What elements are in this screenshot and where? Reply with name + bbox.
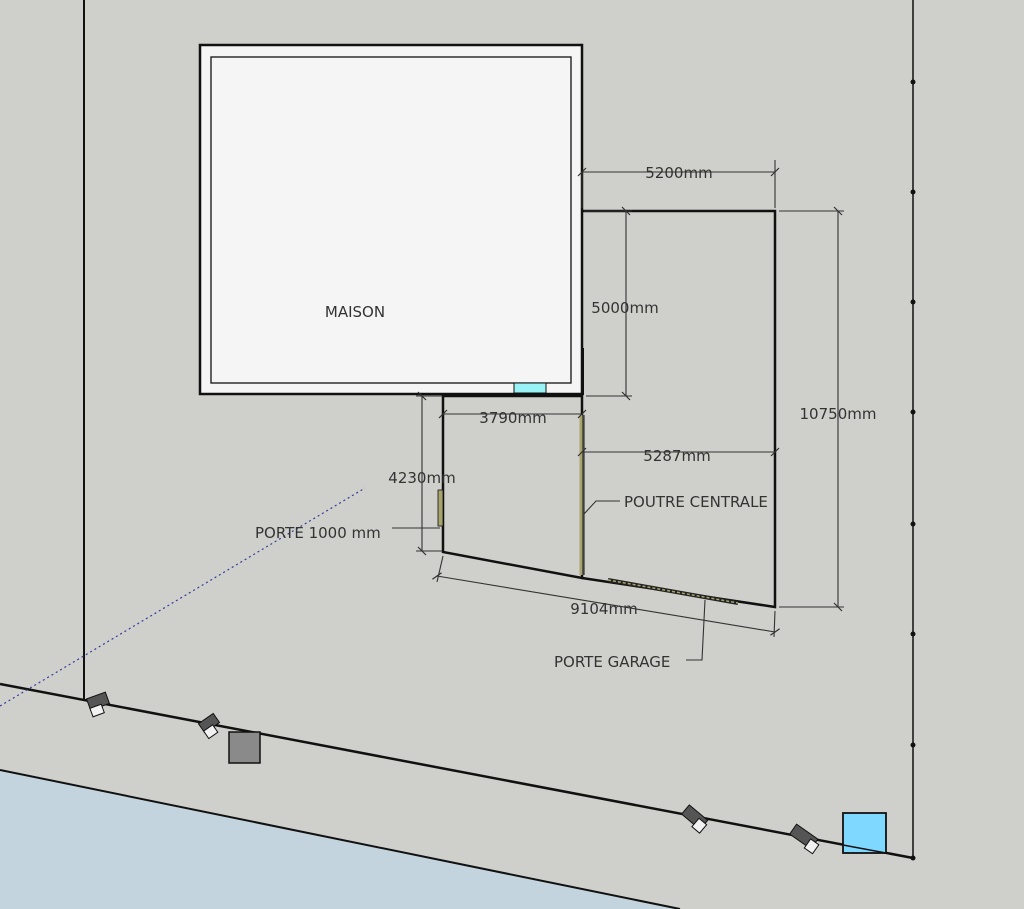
lamp-post-1 xyxy=(85,691,111,718)
dim-3790-label: 3790mm xyxy=(479,409,546,427)
label-porte-garage: PORTE GARAGE xyxy=(554,653,670,671)
utility-box xyxy=(228,731,261,764)
dim-5287-label: 5287mm xyxy=(643,447,710,465)
label-porte-1000: PORTE 1000 mm xyxy=(255,524,381,542)
house-label: MAISON xyxy=(325,303,385,321)
guide-dotted-line xyxy=(0,487,366,707)
dim-9104-label: 9104mm xyxy=(570,600,637,618)
house-window xyxy=(513,382,547,394)
dim-9104-line xyxy=(432,572,780,636)
dim-5200-label: 5200mm xyxy=(645,164,712,182)
dim-10750-label: 10750mm xyxy=(800,405,877,423)
label-poutre-centrale: POUTRE CENTRALE xyxy=(624,493,768,511)
lamp-post-4 xyxy=(788,823,820,855)
front-line-overlay xyxy=(842,844,914,859)
house-inner-wall xyxy=(210,56,572,384)
dim-4230-label: 4230mm xyxy=(388,469,455,487)
lamp-post-2 xyxy=(197,712,221,740)
property-line-dots xyxy=(910,79,916,861)
lamp-post-3 xyxy=(680,804,709,834)
leader-poutre-centrale xyxy=(583,500,620,515)
dim-5000-label: 5000mm xyxy=(591,299,658,317)
front-property-line xyxy=(0,682,914,860)
door-1000 xyxy=(437,489,444,527)
leader-porte-garage xyxy=(686,599,706,661)
cyan-marker-box xyxy=(842,812,887,854)
shore-line xyxy=(0,769,681,909)
